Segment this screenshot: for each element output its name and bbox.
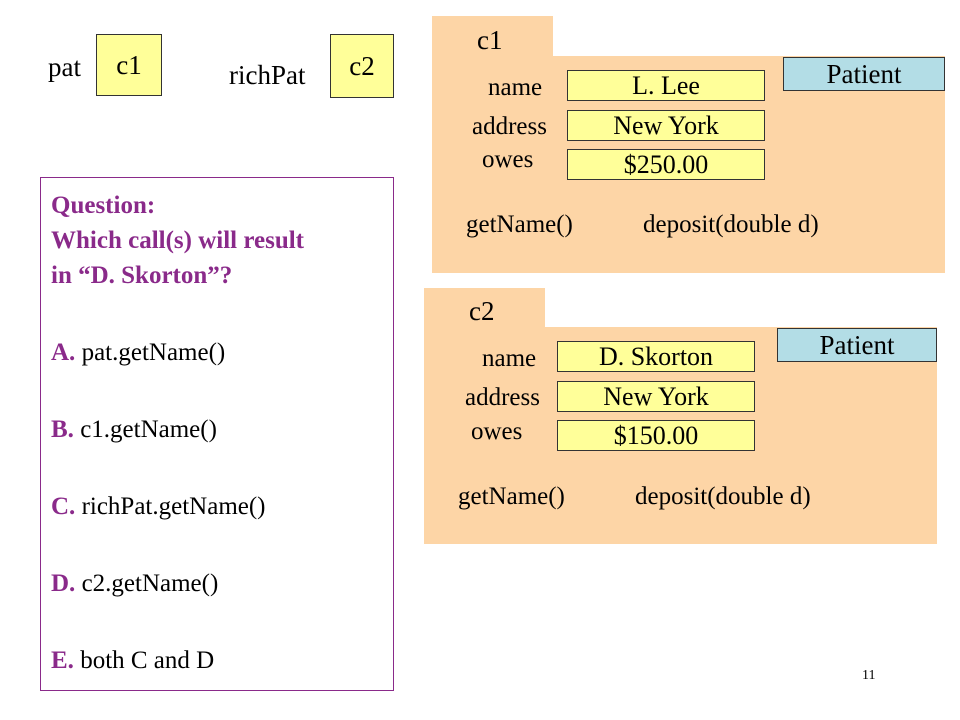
option-c: C. richPat.getName() <box>51 489 393 524</box>
option-e-letter: E. <box>51 647 74 674</box>
var-richpat-value: c2 <box>349 50 375 81</box>
var-richpat-label: richPat <box>229 60 306 90</box>
option-d: D. c2.getName() <box>51 566 393 601</box>
var-pat-value-box: c1 <box>96 34 162 96</box>
question-prompt-line2: in “D. Skorton”? <box>51 262 233 289</box>
question-box: Question: Which call(s) will result in “… <box>40 177 394 691</box>
option-b-letter: B. <box>51 416 74 443</box>
object-c1-method-getname: getName() <box>466 211 573 238</box>
object-c2-tab <box>424 288 545 330</box>
object-c2-field-owes-label: owes <box>471 418 523 445</box>
object-c1-field-name-value: L. Lee <box>567 70 765 101</box>
object-c1-address-text: New York <box>613 110 719 140</box>
var-pat-value: c1 <box>116 49 142 80</box>
object-c2-field-name-label: name <box>482 345 537 372</box>
object-c1-field-owes-value: $250.00 <box>567 149 765 180</box>
object-c2-class-name: Patient <box>819 329 895 360</box>
var-richpat-value-box: c2 <box>330 34 394 98</box>
option-a-letter: A. <box>51 339 76 366</box>
object-c2-field-address-label: address <box>465 384 540 411</box>
option-a: A. pat.getName() <box>51 335 393 370</box>
object-c1-field-name-label: name <box>488 74 543 101</box>
object-c2-method-deposit: deposit(double d) <box>635 483 811 510</box>
option-e: E. both C and D <box>51 643 393 678</box>
var-pat-label: pat <box>48 52 81 82</box>
object-c1-owes-text: $250.00 <box>623 149 709 179</box>
option-a-text: pat.getName() <box>81 339 226 366</box>
object-c1-tab <box>432 16 553 58</box>
object-c2-class-box: Patient <box>777 328 937 362</box>
object-c1-field-address-value: New York <box>567 110 765 141</box>
option-d-text: c2.getName() <box>81 570 219 597</box>
object-c1-class-name: Patient <box>826 58 902 89</box>
object-c2-method-getname: getName() <box>458 483 565 510</box>
object-c2-id: c2 <box>469 296 495 326</box>
object-c1-class-box: Patient <box>783 57 945 91</box>
option-e-text: both C and D <box>80 647 215 674</box>
object-c2-field-owes-value: $150.00 <box>557 420 755 451</box>
object-c2-field-name-value: D. Skorton <box>557 341 755 372</box>
option-d-letter: D. <box>51 570 76 597</box>
option-c-text: richPat.getName() <box>81 493 266 520</box>
page-number: 11 <box>862 668 876 683</box>
object-c1-method-deposit: deposit(double d) <box>643 211 819 238</box>
object-c2-name-text: D. Skorton <box>598 341 714 371</box>
object-c1-name-text: L. Lee <box>632 70 700 100</box>
question-prompt-line1: Which call(s) will result <box>51 227 305 254</box>
object-c2-field-address-value: New York <box>557 381 755 412</box>
question-title: Question: <box>51 192 156 219</box>
object-c1-id: c1 <box>477 25 503 55</box>
object-c2-owes-text: $150.00 <box>613 420 699 450</box>
option-b-text: c1.getName() <box>80 416 217 443</box>
option-c-letter: C. <box>51 493 76 520</box>
object-c1-field-address-label: address <box>472 113 547 140</box>
option-b: B. c1.getName() <box>51 412 393 447</box>
object-c2-address-text: New York <box>603 381 709 411</box>
object-c1-field-owes-label: owes <box>482 146 534 173</box>
